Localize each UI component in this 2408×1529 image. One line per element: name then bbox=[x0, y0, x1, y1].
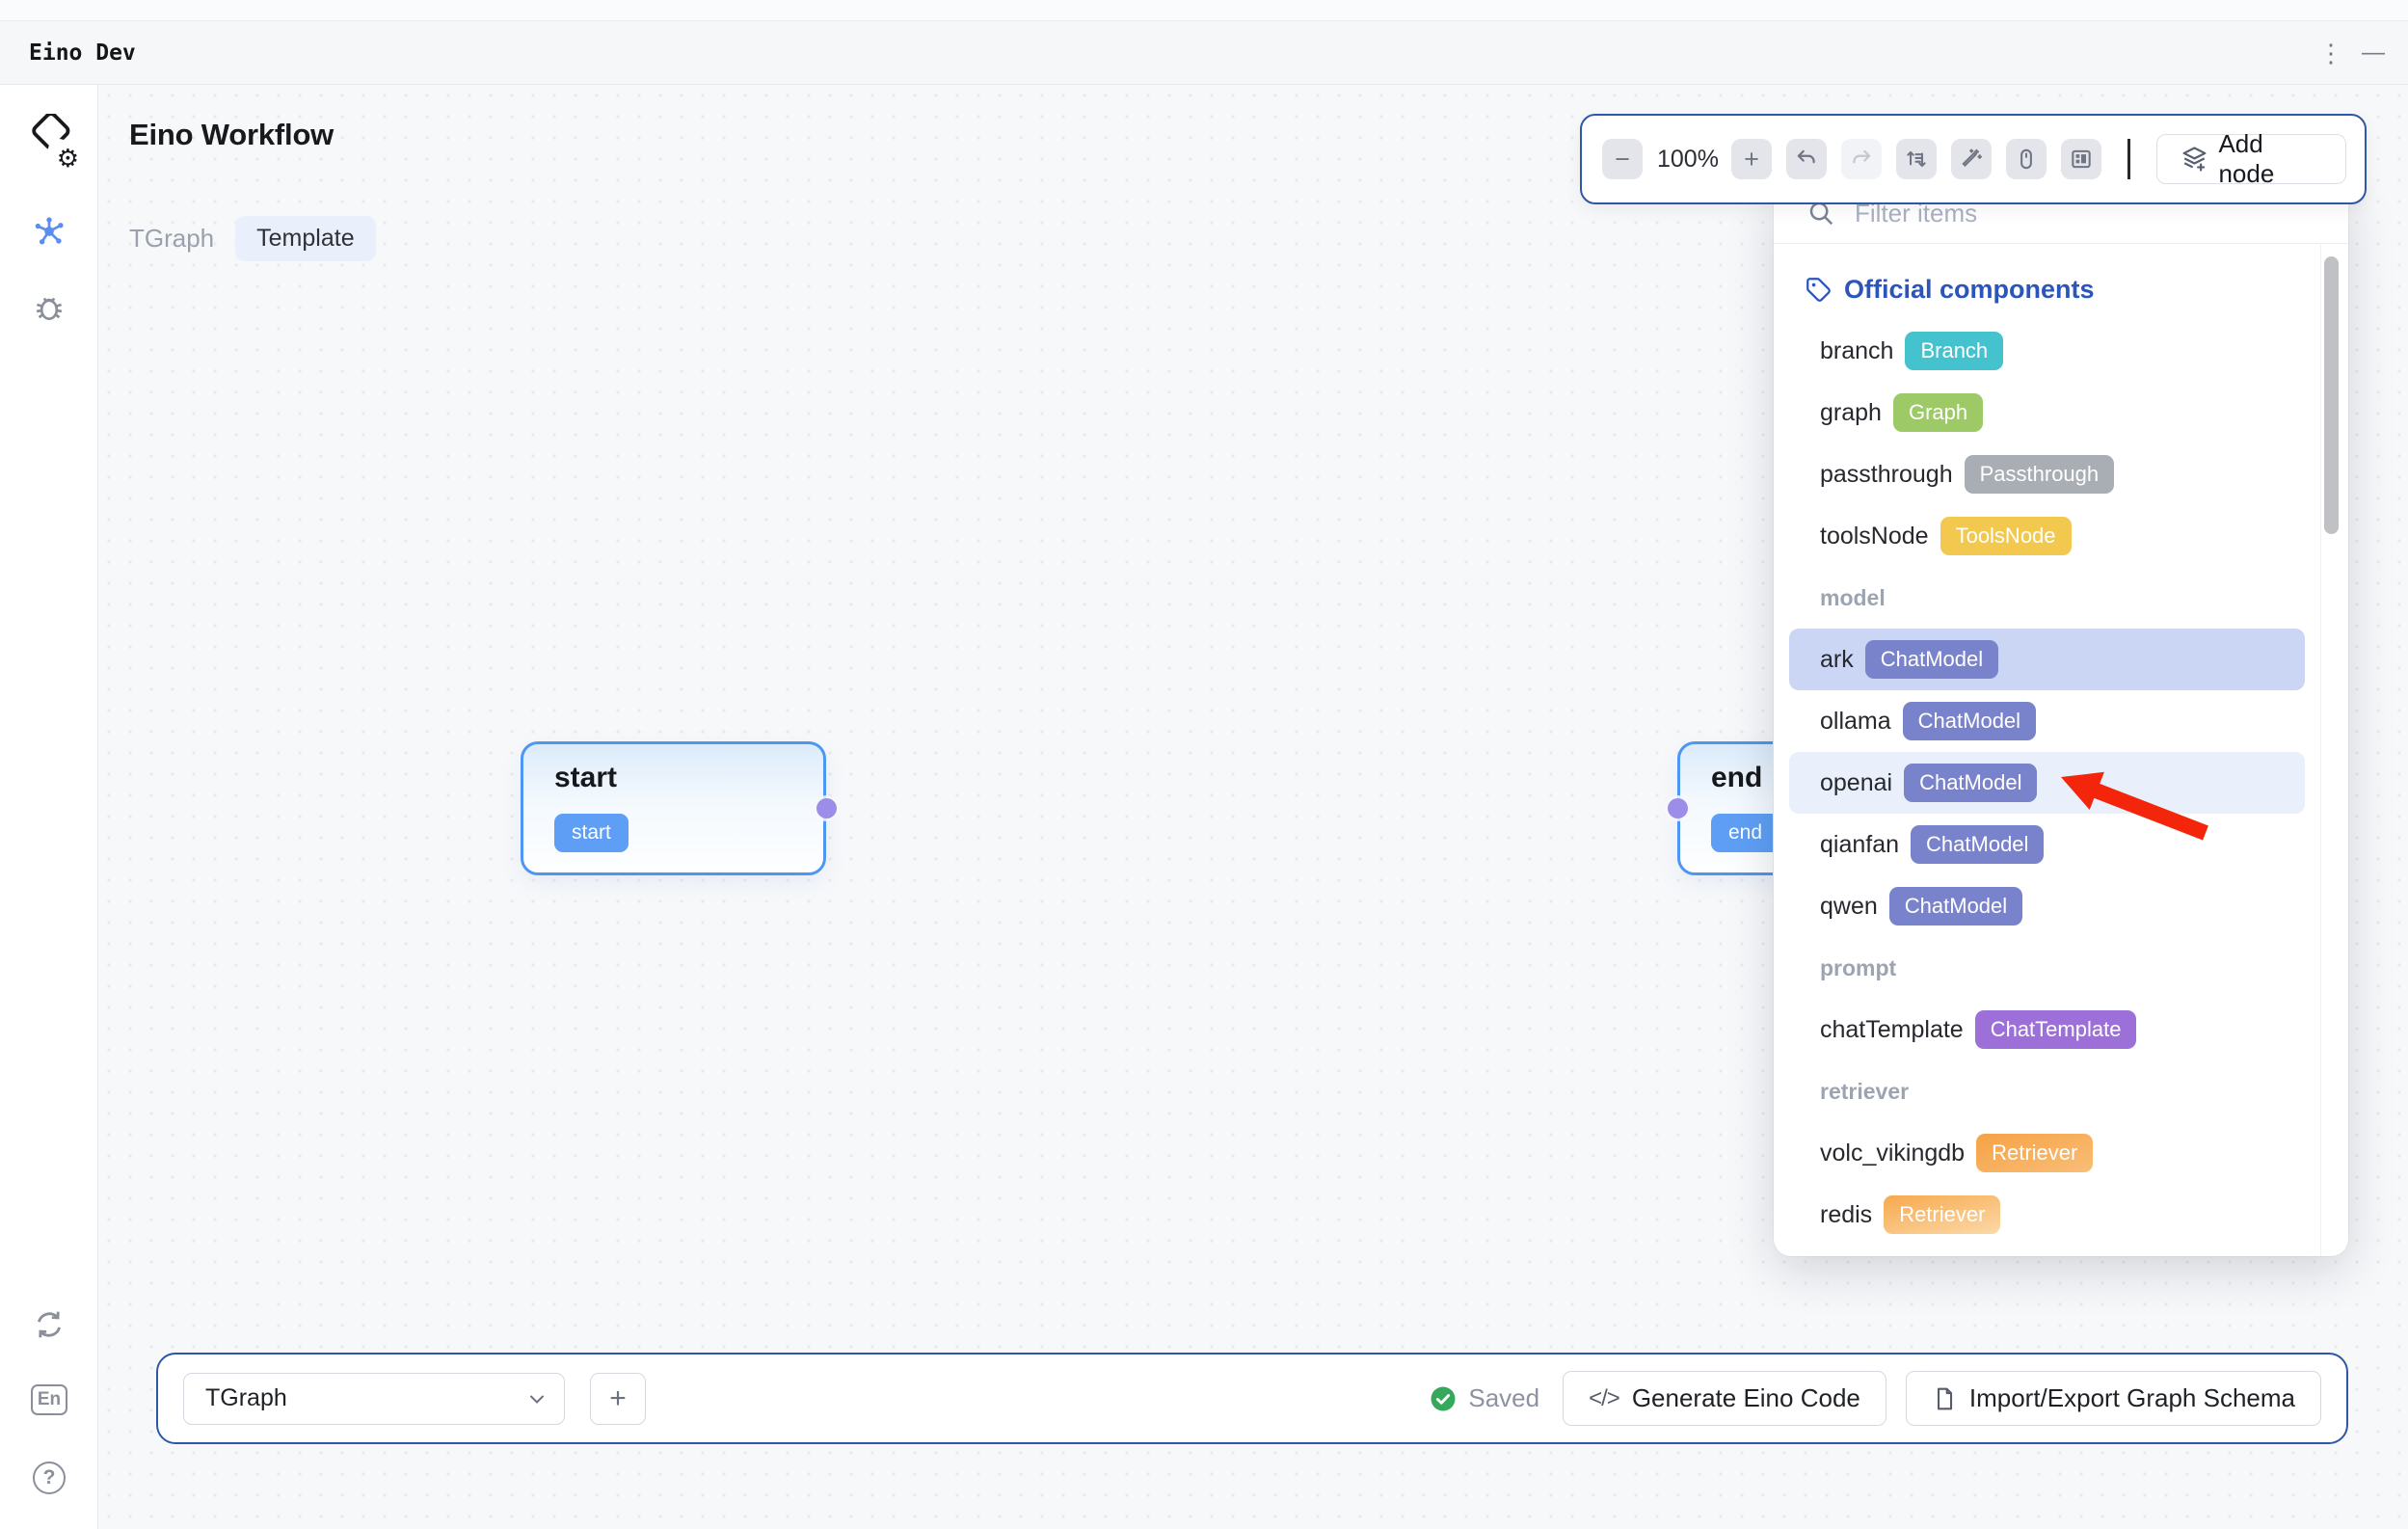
list-item-qianfan[interactable]: qianfan ChatModel bbox=[1774, 814, 2348, 875]
redo-button[interactable] bbox=[1841, 139, 1882, 179]
list-item-chattemplate[interactable]: chatTemplate ChatTemplate bbox=[1774, 999, 2348, 1060]
list-item-redis[interactable]: redis Retriever bbox=[1774, 1184, 2348, 1246]
undo-icon bbox=[1797, 149, 1815, 164]
pointer-arrow bbox=[2061, 771, 2208, 841]
component-type-badge: Retriever bbox=[1976, 1134, 2094, 1172]
canvas-toolbar: − 100% + bbox=[1580, 114, 2367, 204]
component-type-badge: ChatModel bbox=[1902, 702, 2037, 740]
graph-select[interactable]: TGraph bbox=[183, 1372, 565, 1425]
bug-icon bbox=[36, 297, 63, 321]
check-circle-icon bbox=[1431, 1386, 1456, 1410]
component-type-badge: Passthrough bbox=[1964, 455, 2115, 494]
save-status: Saved bbox=[1429, 1383, 1539, 1413]
component-type-badge: Branch bbox=[1905, 332, 2004, 370]
end-node-title: end bbox=[1711, 762, 1763, 793]
scrollbar-thumb[interactable] bbox=[2324, 256, 2339, 534]
code-icon: </> bbox=[1589, 1384, 1620, 1411]
import-export-button[interactable]: Import/Export Graph Schema bbox=[1905, 1371, 2321, 1426]
add-node-panel: Official components branch Branch graph … bbox=[1774, 183, 2348, 1256]
zoom-in-button[interactable]: + bbox=[1731, 139, 1772, 179]
sidebar-item-workflow[interactable] bbox=[25, 207, 73, 255]
undo-button[interactable] bbox=[1786, 139, 1827, 179]
help-icon: ? bbox=[33, 1462, 66, 1494]
chevron-down-icon bbox=[530, 1395, 544, 1404]
component-list: Official components branch Branch graph … bbox=[1774, 244, 2348, 1246]
document-icon bbox=[1937, 1387, 1952, 1409]
component-type-badge: ChatTemplate bbox=[1974, 1010, 2137, 1049]
scrollbar-track bbox=[2320, 245, 2321, 1256]
add-node-button[interactable]: Add node bbox=[2155, 129, 2346, 188]
auto-layout-button[interactable] bbox=[1896, 139, 1937, 179]
toolbar-divider bbox=[2127, 139, 2130, 179]
start-node-title: start bbox=[554, 762, 618, 793]
layers-plus-icon bbox=[2182, 147, 2206, 172]
component-type-badge: Retriever bbox=[1884, 1195, 2001, 1234]
page-title: Eino Workflow bbox=[129, 118, 334, 151]
component-type-badge: ChatModel bbox=[1888, 887, 2023, 925]
list-item-passthrough[interactable]: passthrough Passthrough bbox=[1774, 443, 2348, 505]
minimap-icon bbox=[2072, 149, 2091, 169]
component-type-badge: ChatModel bbox=[1911, 825, 2045, 864]
start-node-output-port[interactable] bbox=[816, 798, 837, 818]
kebab-menu-icon[interactable]: ⋮ bbox=[2318, 38, 2343, 67]
sidebar-item-debug[interactable] bbox=[25, 283, 73, 332]
refresh-icon bbox=[38, 1311, 61, 1338]
tag-icon bbox=[1806, 277, 1831, 302]
bottom-action-bar: TGraph + Saved </> Generate Eino Code bbox=[156, 1353, 2348, 1444]
generate-code-button[interactable]: </> Generate Eino Code bbox=[1563, 1371, 1886, 1426]
redo-icon bbox=[1853, 149, 1871, 164]
section-label-retriever: retriever bbox=[1820, 1078, 1910, 1104]
end-node-input-port[interactable] bbox=[1668, 798, 1688, 818]
zoom-out-button[interactable]: − bbox=[1602, 139, 1643, 179]
list-item-openai[interactable]: openai ChatModel bbox=[1789, 752, 2305, 814]
list-item-graph[interactable]: graph Graph bbox=[1774, 382, 2348, 443]
window-title: Eino Dev bbox=[29, 40, 136, 66]
minimize-icon[interactable]: — bbox=[2362, 40, 2385, 66]
auto-layout-icon bbox=[1907, 150, 1926, 168]
list-item-qwen[interactable]: qwen ChatModel bbox=[1774, 875, 2348, 937]
list-item-ollama[interactable]: ollama ChatModel bbox=[1774, 690, 2348, 752]
add-graph-button[interactable]: + bbox=[590, 1372, 646, 1425]
official-components-header: Official components bbox=[1774, 258, 2348, 320]
mouse-mode-button[interactable] bbox=[2006, 139, 2047, 179]
graph-meta-row: TGraph Template bbox=[129, 216, 376, 261]
gear-icon: ⚙ bbox=[56, 144, 79, 173]
list-item-volc-vikingdb[interactable]: volc_vikingdb Retriever bbox=[1774, 1122, 2348, 1184]
graph-name-label: TGraph bbox=[129, 224, 215, 253]
sidebar-item-refresh[interactable] bbox=[25, 1301, 73, 1349]
window-titlebar: Eino Dev ⋮ — bbox=[0, 21, 2408, 85]
magic-wand-button[interactable] bbox=[1951, 139, 1992, 179]
language-icon: En bbox=[30, 1384, 68, 1415]
eino-logo[interactable]: ⚙ bbox=[23, 114, 79, 173]
minimap-button[interactable] bbox=[2061, 139, 2101, 179]
mouse-icon bbox=[2020, 148, 2032, 170]
sidebar-item-help[interactable]: ? bbox=[25, 1454, 73, 1502]
sidebar-item-language[interactable]: En bbox=[25, 1376, 73, 1424]
workflow-graph-icon bbox=[35, 217, 64, 245]
component-type-badge: Graph bbox=[1892, 393, 1984, 432]
section-label-model: model bbox=[1820, 584, 1886, 610]
start-node[interactable]: start start bbox=[521, 741, 826, 875]
template-badge[interactable]: Template bbox=[235, 216, 376, 261]
component-type-badge: ChatModel bbox=[1904, 764, 2038, 802]
end-node-badge: end bbox=[1711, 814, 1780, 852]
magic-wand-icon bbox=[1962, 148, 1983, 167]
list-item-toolsnode[interactable]: toolsNode ToolsNode bbox=[1774, 505, 2348, 567]
list-item-branch[interactable]: branch Branch bbox=[1774, 320, 2348, 382]
start-node-badge: start bbox=[554, 814, 629, 852]
section-label-prompt: prompt bbox=[1820, 954, 1897, 980]
left-sidebar: ⚙ bbox=[0, 85, 98, 1529]
component-type-badge: ChatModel bbox=[1864, 640, 1999, 679]
zoom-level: 100% bbox=[1657, 145, 1719, 173]
component-type-badge: ToolsNode bbox=[1940, 517, 2072, 555]
list-item-ark[interactable]: ark ChatModel bbox=[1789, 629, 2305, 690]
window-top-strip bbox=[0, 0, 2408, 21]
